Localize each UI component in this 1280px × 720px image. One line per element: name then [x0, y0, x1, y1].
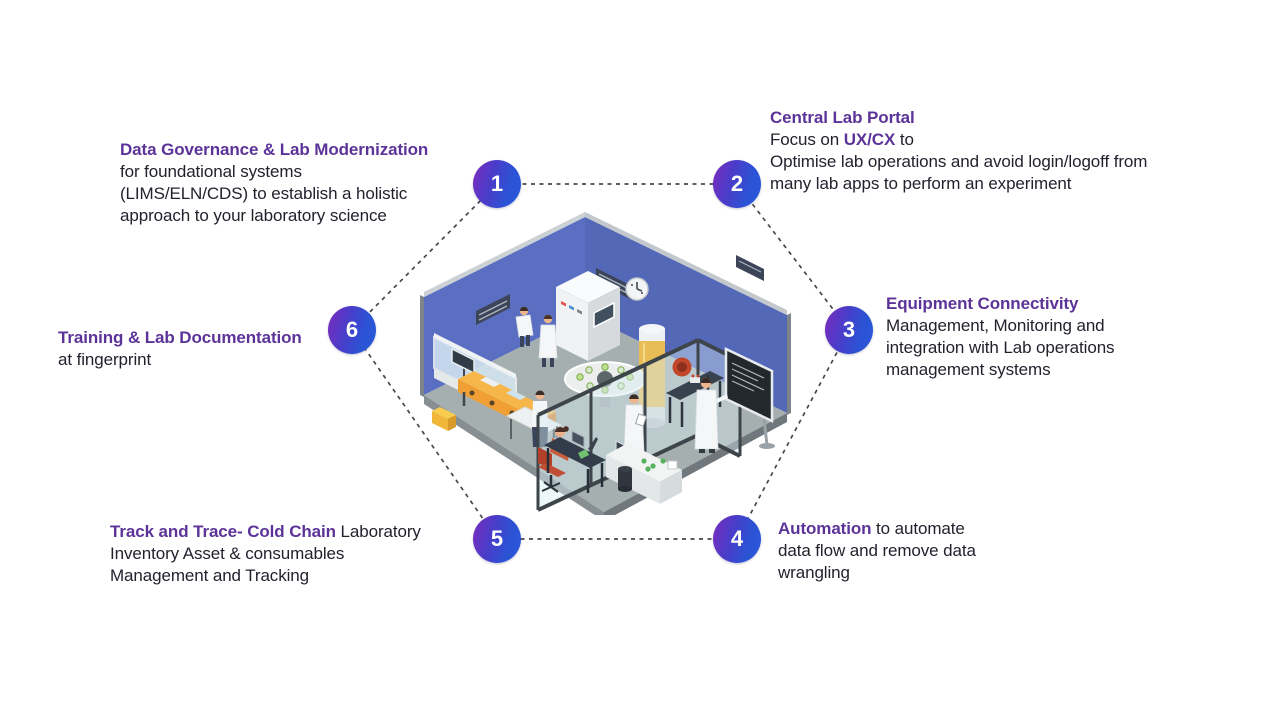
callout-4: Automation to automate data flow and rem…: [778, 518, 1028, 584]
callout-6-line: at fingerprint: [58, 350, 152, 369]
step-circle-5: 5: [473, 515, 521, 563]
callout-2-line: many lab apps to perform an experiment: [770, 174, 1072, 193]
callout-5-lead-line: Track and Trace- Cold Chain Laboratory: [110, 521, 480, 543]
step-circle-6: 6: [328, 306, 376, 354]
callout-3-line: Management, Monitoring and: [886, 316, 1105, 335]
scientist-at-conveyor: [515, 306, 534, 347]
callout-5-lead-rest: Laboratory: [335, 522, 421, 541]
step-number-2: 2: [730, 171, 744, 196]
trash-bin: [618, 466, 632, 492]
callout-3-line: management systems: [886, 360, 1051, 379]
step-number-4: 4: [730, 526, 744, 551]
connector-6-1: [351, 183, 498, 331]
isometric-lab-room-illustration: [420, 212, 791, 515]
scientist-at-cabinet: [538, 314, 558, 367]
step-circle-3: 3: [825, 306, 873, 354]
control-cabinet: [556, 271, 620, 361]
callout-1-title: Data Governance & Lab Modernization: [120, 140, 429, 159]
step-number-5: 5: [490, 526, 504, 551]
scientist-at-board: [694, 377, 728, 453]
equipment-bench: [666, 357, 724, 427]
connector-3-4: [736, 329, 850, 540]
presentation-board: [724, 347, 775, 449]
step-number-6: 6: [345, 317, 359, 342]
callout-5-line: Inventory Asset & consumables: [110, 544, 345, 563]
callout-5-line: Management and Tracking: [110, 566, 309, 585]
callout-2-title: Central Lab Portal: [770, 108, 915, 127]
step-number-1: 1: [490, 171, 504, 196]
callout-4-lead-line: Automation to automate: [778, 518, 1028, 540]
step-number-3: 3: [842, 317, 856, 342]
wall-vent-left: [476, 294, 510, 325]
callout-2-line: Optimise lab operations and avoid login/…: [770, 152, 1148, 171]
callout-2-focus-post: to: [895, 130, 914, 149]
desk-seated-scientist: [538, 426, 606, 493]
callout-3-line: integration with Lab operations: [886, 338, 1115, 357]
callout-4-lead-rest: to automate: [871, 519, 965, 538]
callout-2-focus-pre: Focus on: [770, 130, 844, 149]
specimen-table: [564, 361, 646, 407]
callout-3: Equipment Connectivity Management, Monit…: [886, 293, 1186, 381]
step-circle-4: 4: [713, 515, 761, 563]
callout-6-title: Training & Lab Documentation: [58, 328, 302, 347]
callout-2: Central Lab Portal Focus on UX/CX to Opt…: [770, 107, 1240, 195]
callout-5: Track and Trace- Cold Chain Laboratory I…: [110, 521, 480, 587]
callout-5-lead-accent: Track and Trace- Cold Chain: [110, 522, 336, 541]
callout-6: Training & Lab Documentation at fingerpr…: [58, 327, 338, 371]
callout-2-focus-accent: UX/CX: [843, 130, 896, 149]
callout-4-lead-accent: Automation: [778, 519, 872, 538]
callout-1: Data Governance & Lab Modernization for …: [120, 139, 470, 227]
callout-1-line: (LIMS/ELN/CDS) to establish a holistic: [120, 184, 408, 203]
callout-4-line: data flow and remove data: [778, 541, 976, 560]
wall-clock: [625, 277, 649, 301]
scientist-at-side-table: [532, 390, 548, 447]
callout-4-line: wrangling: [778, 563, 850, 582]
callout-2-focus-line: Focus on UX/CX to: [770, 129, 1240, 151]
wall-vent-right-2: [736, 255, 764, 281]
step-circle-2: 2: [713, 160, 761, 208]
connector-2-3: [736, 183, 850, 331]
callout-1-line: approach to your laboratory science: [120, 206, 387, 225]
step-circle-1: 1: [473, 160, 521, 208]
callout-1-line: for foundational systems: [120, 162, 302, 181]
callout-3-title: Equipment Connectivity: [886, 294, 1079, 313]
